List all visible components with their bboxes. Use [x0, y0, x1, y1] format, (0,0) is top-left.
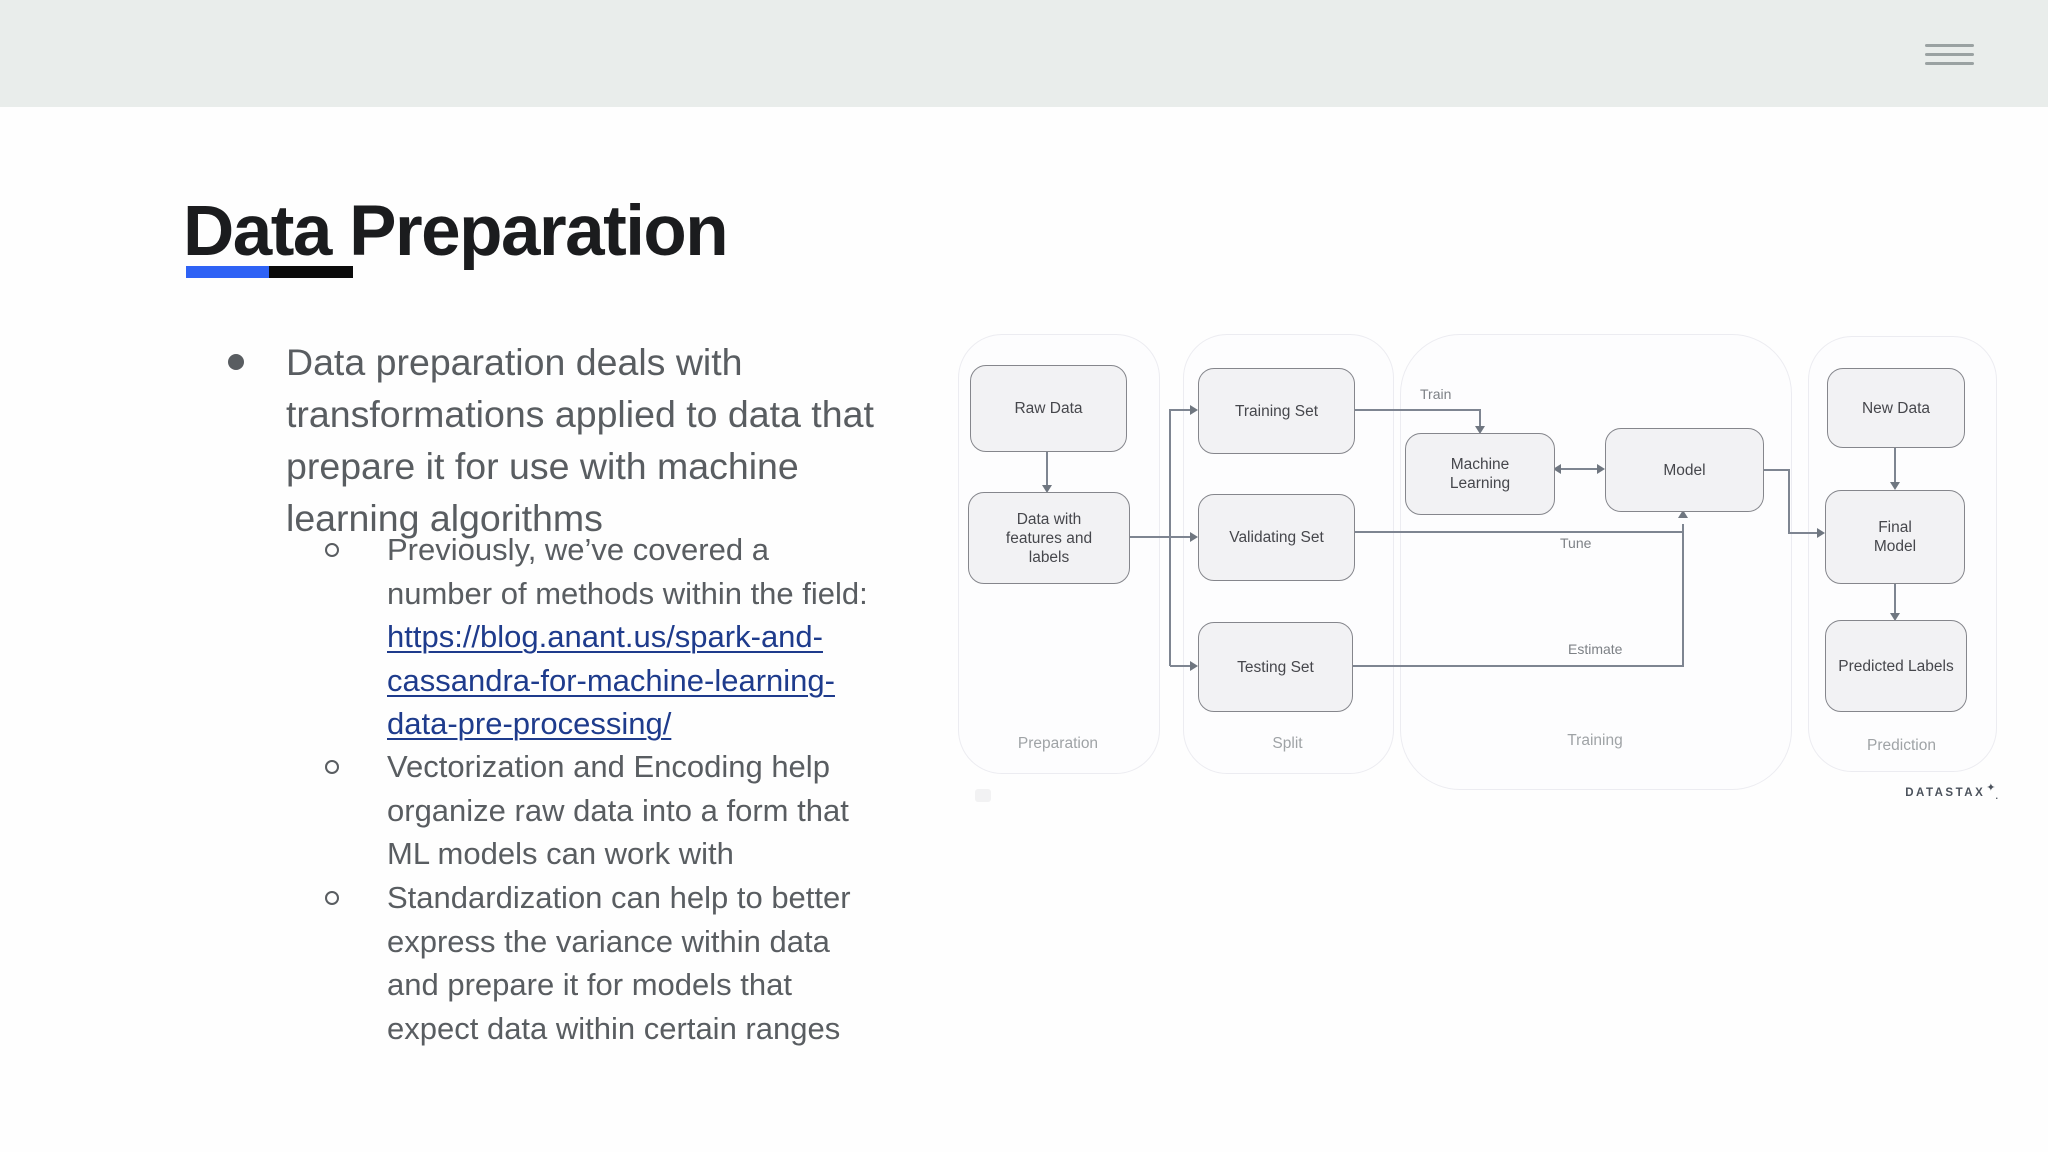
- datastax-sparkle-icon: ✦: [1986, 782, 1996, 794]
- bullet-line: transformations applied to data that: [286, 393, 874, 435]
- node-machine-learning: Machine Learning: [1405, 433, 1555, 515]
- arrowhead-left-icon: [1553, 464, 1561, 474]
- bullet-line: expect data within certain ranges: [387, 1010, 841, 1046]
- connector-estimate: [1351, 665, 1684, 667]
- bullet-line: organize raw data into a form that: [387, 792, 849, 828]
- connector-trunk-to-training-set: [1170, 409, 1192, 411]
- bullet-text: Data preparation deals with transformati…: [286, 336, 874, 544]
- connector-ml-model: [1560, 468, 1598, 470]
- node-label: Raw Data: [1014, 400, 1083, 417]
- group-training: [1400, 334, 1792, 790]
- group-label-preparation: Preparation: [1017, 735, 1099, 752]
- datastax-logo: DATASTAX✦.: [1820, 782, 1998, 801]
- group-label-split: Split: [1272, 735, 1303, 752]
- blog-link-line[interactable]: https://blog.anant.us/spark-and-: [387, 619, 823, 654]
- arrowhead-right-icon: [1190, 532, 1198, 542]
- hamburger-bar: [1925, 62, 1974, 65]
- bullet-text: Standardization can help to better expre…: [387, 876, 851, 1050]
- hamburger-bar: [1925, 44, 1974, 47]
- hamburger-bar: [1925, 53, 1974, 56]
- connector-finalmodel-to-predicted: [1894, 582, 1896, 614]
- node-label: Training Set: [1235, 402, 1318, 420]
- ml-workflow-diagram: Train Tune Estimate Raw Data Data with f…: [0, 107, 2048, 1152]
- arrowhead-down-icon: [1042, 485, 1052, 493]
- arrowhead-right-icon: [1190, 661, 1198, 671]
- watermark-smudge: [975, 789, 991, 802]
- node-final-model: Final Model: [1825, 490, 1965, 584]
- node-label: labels: [1028, 548, 1070, 566]
- connector-train-horizontal: [1353, 409, 1481, 411]
- node-label: Data with: [1016, 510, 1082, 528]
- group-label-training: Training: [1567, 732, 1623, 749]
- bullet-line: Standardization can help to better: [387, 880, 851, 915]
- bullet-circle-icon: [325, 891, 339, 905]
- bullet-line: prepare it for use with machine: [286, 445, 799, 487]
- bullet-dot-icon: [228, 354, 244, 370]
- node-label: Predicted Labels: [1838, 657, 1954, 675]
- node-training-set: Training Set: [1198, 368, 1355, 454]
- connector-tune: [1353, 531, 1684, 533]
- connector-model-down: [1788, 469, 1790, 533]
- node-label: Validating Set: [1229, 529, 1324, 546]
- node-validating-set: Validating Set: [1198, 494, 1355, 581]
- connector-datafeatures-to-validating: [1128, 536, 1192, 538]
- bullet-line: and prepare it for models that: [387, 967, 792, 1002]
- connector-rawdata-to-datafeatures: [1046, 450, 1048, 486]
- datastax-sparkle-dot-icon: .: [1995, 791, 1998, 801]
- bullet-line: ML models can work with: [387, 836, 734, 871]
- slide-title: Data Preparation: [183, 191, 729, 271]
- bullet-line: Previously, we’ve covered a: [387, 532, 769, 567]
- blog-link-line[interactable]: data-pre-processing/: [387, 706, 672, 741]
- node-data-with-features-and-labels: Data with features and labels: [968, 492, 1130, 584]
- node-label: features and: [1005, 529, 1093, 547]
- blog-link-line[interactable]: cassandra-for-machine-learning-: [387, 662, 835, 698]
- connector-newdata-to-finalmodel: [1894, 446, 1896, 483]
- edge-label-tune: Tune: [1560, 535, 1592, 551]
- arrowhead-right-icon: [1597, 464, 1605, 474]
- bullet-line: learning algorithms: [286, 497, 603, 539]
- bullet-line: number of methods within the field:: [387, 575, 868, 611]
- node-label: Model: [1873, 538, 1917, 555]
- hamburger-menu-icon[interactable]: [1925, 44, 1974, 69]
- node-predicted-labels: Predicted Labels: [1825, 620, 1967, 712]
- connector-trunk-to-testing-set: [1170, 665, 1192, 667]
- datastax-logo-text: DATASTAX: [1905, 787, 1986, 799]
- connector-split-trunk: [1169, 409, 1171, 666]
- connector-model-out: [1762, 469, 1789, 471]
- arrowhead-right-icon: [1817, 528, 1825, 538]
- bullet-circle-icon: [325, 543, 339, 557]
- arrowhead-down-icon: [1890, 482, 1900, 490]
- bullet-text: Vectorization and Encoding help organize…: [387, 745, 849, 876]
- connector-into-final-model: [1788, 532, 1818, 534]
- node-label: Testing Set: [1237, 658, 1314, 676]
- node-label: New Data: [1861, 399, 1931, 417]
- edge-label-estimate: Estimate: [1568, 641, 1623, 657]
- arrowhead-down-icon: [1890, 613, 1900, 621]
- bullet-line: express the variance within data: [387, 923, 830, 959]
- node-new-data: New Data: [1827, 368, 1965, 448]
- slide-canvas: Data Preparation Data preparation deals …: [0, 107, 2048, 1152]
- top-bar: [0, 0, 2048, 107]
- node-model: Model: [1605, 428, 1764, 512]
- bullet-line: Data preparation deals with: [286, 341, 743, 383]
- bullet-circle-icon: [325, 760, 339, 774]
- node-label: Machine: [1450, 456, 1510, 473]
- edge-label-train: Train: [1420, 386, 1452, 402]
- node-raw-data: Raw Data: [970, 365, 1127, 452]
- group-label-prediction: Prediction: [1867, 737, 1936, 754]
- node-label: Learning: [1449, 475, 1511, 492]
- bullet-line: Vectorization and Encoding help: [387, 749, 830, 784]
- node-label: Model: [1663, 461, 1706, 479]
- arrowhead-up-icon: [1678, 510, 1688, 518]
- connector-train-vertical: [1479, 409, 1481, 427]
- arrowhead-right-icon: [1190, 405, 1198, 415]
- accent-bar-blue: [186, 266, 269, 278]
- accent-bar-black: [269, 266, 353, 278]
- node-testing-set: Testing Set: [1198, 622, 1353, 712]
- title-accent-bar: [186, 266, 353, 278]
- bullet-text: Previously, we’ve covered a number of me…: [387, 528, 868, 746]
- arrowhead-down-icon: [1475, 426, 1485, 434]
- connector-tune-estimate-vertical: [1682, 524, 1684, 666]
- node-label: Final: [1878, 519, 1912, 536]
